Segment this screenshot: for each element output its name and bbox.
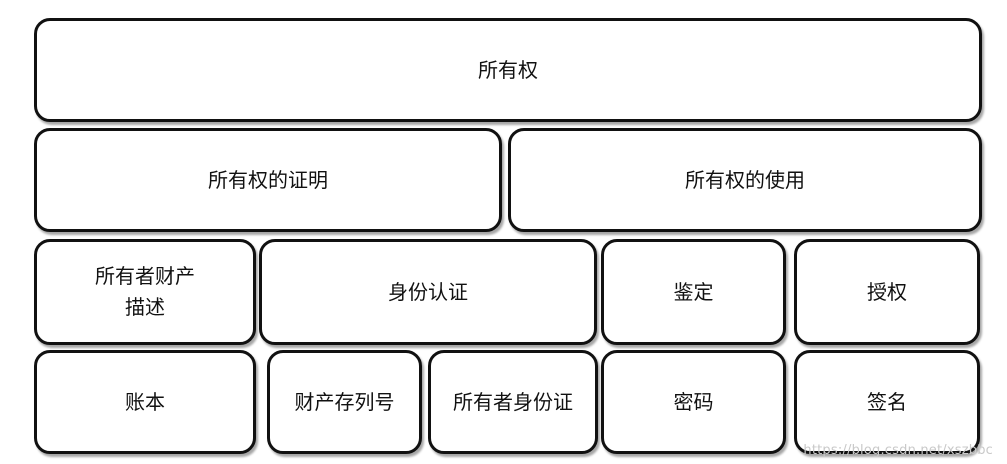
identity-authentication-box: 身份认证 <box>259 239 597 345</box>
authorization-box: 授权 <box>794 239 980 345</box>
ownership-proof-box: 所有权的证明 <box>34 128 502 232</box>
signature-box: 签名 <box>794 350 980 454</box>
owner-id-card-label: 所有者身份证 <box>453 389 573 414</box>
authorization-label: 授权 <box>867 279 907 304</box>
password-label: 密码 <box>673 389 714 414</box>
account-box: 账本 <box>34 350 256 454</box>
ownership-box: 所有权 <box>34 18 982 122</box>
ownership-proof-label: 所有权的证明 <box>208 167 328 192</box>
ownership-usage-label: 所有权的使用 <box>685 167 805 192</box>
owner-property-description-label: 所有者财产 描述 <box>95 264 195 319</box>
owner-id-card-box: 所有者身份证 <box>428 350 598 454</box>
verification-box: 鉴定 <box>601 239 786 345</box>
property-serial-number-label: 财产存列号 <box>294 389 395 414</box>
property-serial-number-box: 财产存列号 <box>267 350 422 454</box>
account-label: 账本 <box>125 389 165 414</box>
ownership-label: 所有权 <box>478 57 538 82</box>
owner-property-description-box: 所有者财产 描述 <box>34 239 256 345</box>
verification-label: 鉴定 <box>673 279 714 304</box>
identity-authentication-label: 身份认证 <box>388 279 468 304</box>
signature-label: 签名 <box>867 389 907 414</box>
ownership-usage-box: 所有权的使用 <box>508 128 982 232</box>
source-watermark: https://blog.csdn.net/xszbbc <box>803 443 993 458</box>
password-box: 密码 <box>601 350 786 454</box>
